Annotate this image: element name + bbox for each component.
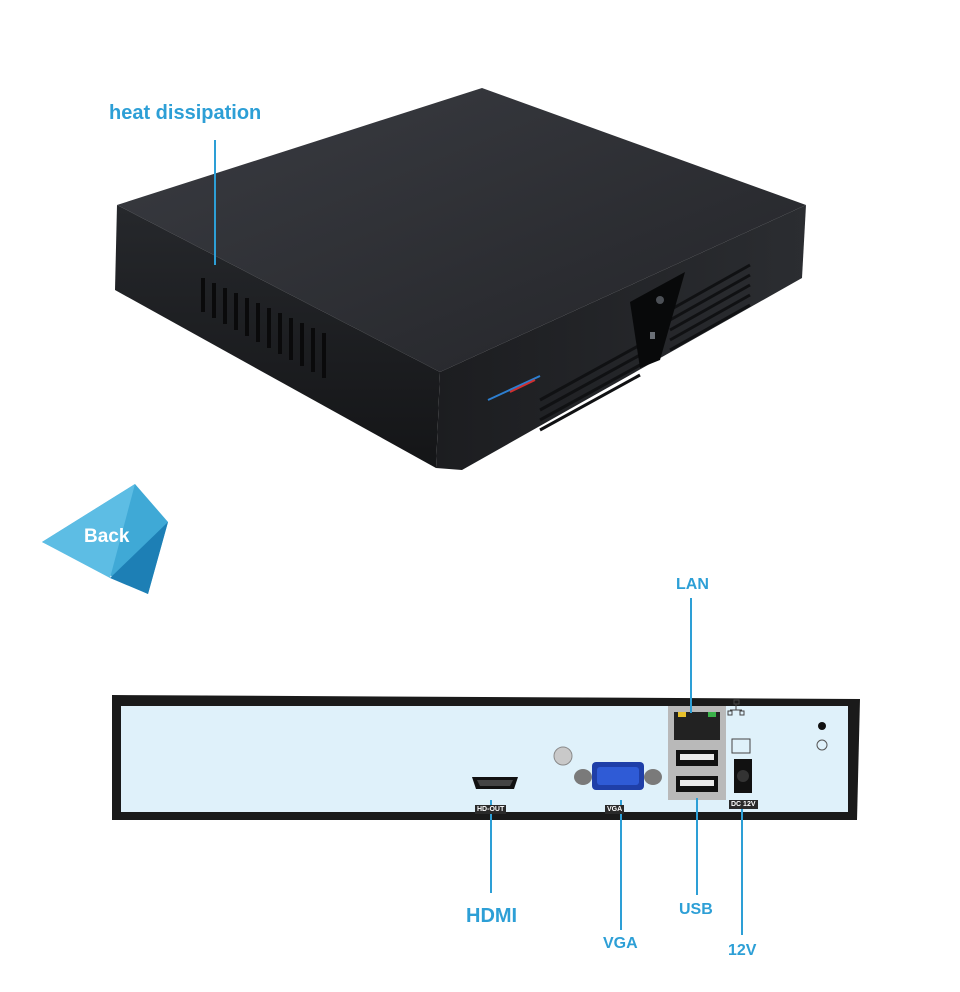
hdmi-label: HDMI	[466, 905, 518, 927]
device-left-side	[115, 205, 440, 468]
network-symbol-icon	[727, 699, 745, 716]
vga-tag: VGA	[605, 805, 625, 814]
ground-screw	[553, 746, 573, 766]
back-badge-shape	[42, 484, 168, 594]
reset-hole	[818, 722, 826, 730]
brand-logo	[487, 375, 541, 401]
dc-power-jack	[731, 738, 752, 793]
side-vent-slots	[201, 278, 326, 378]
hdd-led	[650, 332, 655, 339]
back-badge-label: Back	[84, 526, 130, 547]
power-12v-label: 12V	[728, 942, 757, 959]
vga-port	[574, 762, 662, 790]
device-front-face	[436, 205, 806, 470]
front-grille	[539, 263, 751, 432]
hdmi-port	[472, 777, 518, 789]
rear-panel-face	[121, 706, 848, 812]
device-top-surface	[117, 88, 806, 372]
hd-out-tag: HD-OUT	[475, 805, 507, 814]
usb-label: USB	[679, 901, 713, 918]
dc-12v-tag: DC 12V	[729, 800, 758, 809]
lan-label: LAN	[676, 576, 709, 593]
lan-usb-stack	[668, 706, 726, 800]
heat-dissipation-label: heat dissipation	[109, 102, 262, 124]
power-led	[656, 296, 664, 304]
vga-label: VGA	[603, 935, 638, 952]
reset-icon	[816, 739, 828, 751]
front-indicator-panel	[630, 272, 685, 368]
